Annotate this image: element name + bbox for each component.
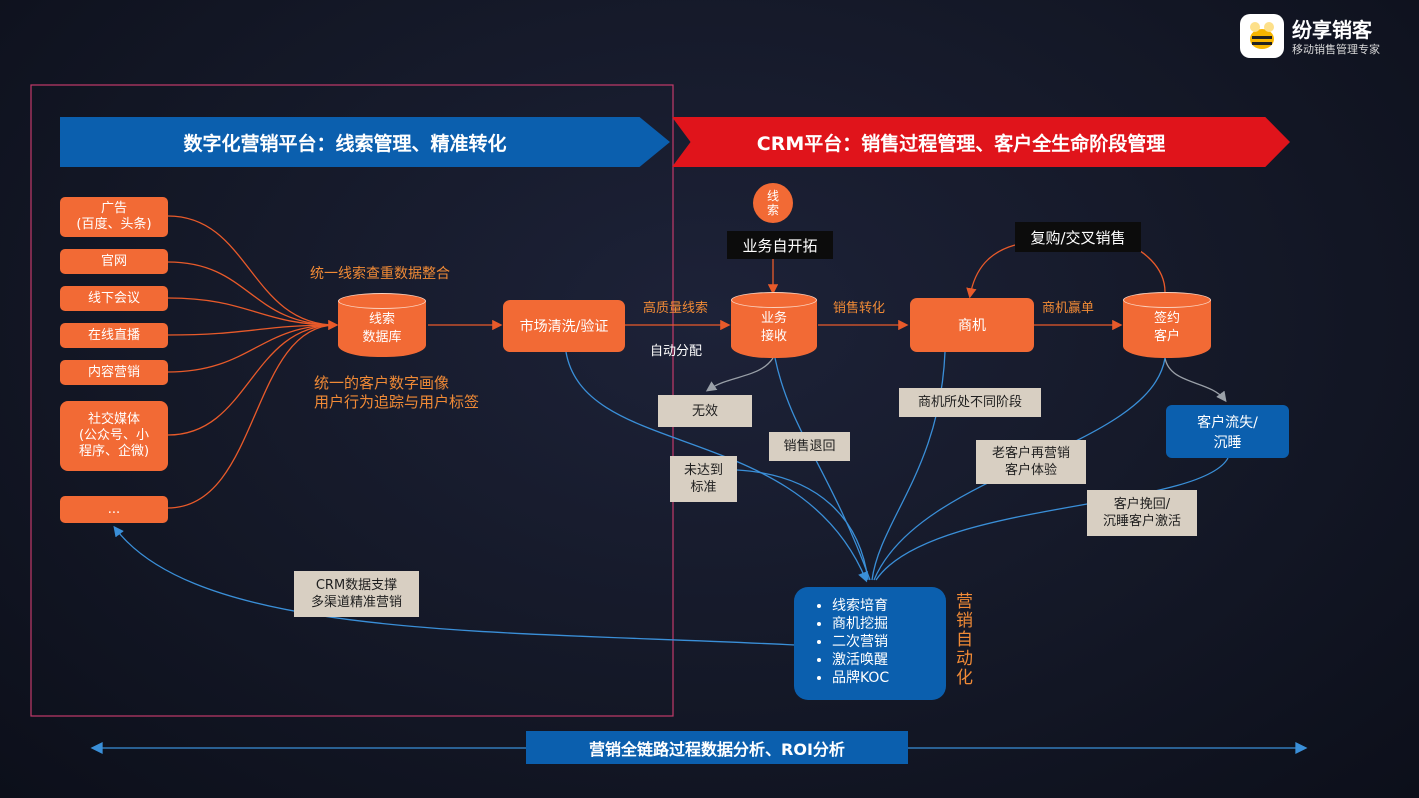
source-social-line2: (公众号、小	[78, 428, 150, 443]
repurchase-text: 复购/交叉销售	[1030, 228, 1126, 247]
winback-tag: 客户挽回/ 沉睡客户激活	[1087, 490, 1197, 536]
source-live-stream-label: 在线直播	[87, 327, 140, 343]
signed-customer-db: 签约客户	[1123, 292, 1211, 358]
automation-char: 营	[956, 592, 973, 612]
auto-assign-label: 自动分配	[650, 344, 703, 359]
source-ads-line1: 广告	[100, 201, 127, 216]
source-more: ...	[60, 496, 168, 523]
analytics-banner-text: 营销全链路过程数据分析、ROI分析	[589, 739, 845, 759]
source-content-marketing-label: 内容营销	[87, 364, 140, 380]
source-website: 官网	[60, 249, 168, 274]
business-receive-db: 业务接收	[731, 292, 817, 358]
crm-support-tag: CRM数据支撑 多渠道精准营销	[294, 571, 419, 617]
crm-banner: CRM平台：销售过程管理、客户全生命阶段管理	[672, 117, 1290, 167]
source-content-marketing: 内容营销	[60, 360, 168, 385]
source-offline-meeting-label: 线下会议	[87, 290, 140, 306]
marketing-automation-label: 营 销 自 动 化	[956, 593, 976, 688]
not-meet-tag: 未达到 标准	[670, 456, 737, 502]
not-meet-line1: 未达到	[683, 463, 723, 478]
business-receive-line2: 接收	[760, 329, 787, 344]
business-receive-line1: 业务	[760, 311, 787, 326]
automation-char: 化	[956, 668, 973, 688]
leads-db-caption-top: 统一线索查重数据整合	[310, 266, 450, 282]
churn-line1: 客户流失/	[1197, 414, 1258, 431]
automation-item: 线索培育	[832, 597, 946, 615]
self-develop-label: 业务自开拓	[727, 231, 833, 259]
source-offline-meeting: 线下会议	[60, 286, 168, 311]
not-meet-line2: 标准	[690, 480, 717, 495]
bee-logo-icon	[1240, 14, 1284, 58]
automation-char: 销	[956, 611, 973, 631]
logo-subtitle: 移动销售管理专家	[1292, 43, 1380, 56]
digital-marketing-banner: 数字化营销平台：线索管理、精准转化	[60, 117, 670, 167]
market-clean-box: 市场清洗/验证	[503, 300, 625, 352]
churn-line2: 沉睡	[1213, 434, 1242, 451]
logo-title: 纷享销客	[1292, 18, 1372, 42]
marketing-automation-box: 线索培育 商机挖掘 二次营销 激活唤醒 品牌KOC	[794, 587, 946, 700]
market-clean-label: 市场清洗/验证	[519, 319, 609, 335]
automation-item: 商机挖掘	[832, 615, 946, 633]
source-social-line3: 程序、企微)	[78, 444, 150, 459]
automation-char: 动	[956, 649, 973, 669]
opp-stages-tag: 商机所处不同阶段	[899, 388, 1041, 417]
logo: 纷享销客 移动销售管理专家	[1240, 14, 1410, 60]
opportunity-label: 商机	[958, 318, 986, 334]
old-customer-line2: 客户体验	[1004, 463, 1057, 478]
automation-item: 二次营销	[832, 633, 946, 651]
automation-item: 品牌KOC	[832, 669, 946, 687]
crm-support-line2: 多渠道精准营销	[310, 595, 402, 610]
opp-stages-text: 商机所处不同阶段	[917, 395, 1022, 410]
source-ads: 广告 (百度、头条)	[60, 197, 168, 237]
automation-char: 自	[956, 630, 973, 650]
source-social-line1: 社交媒体	[87, 412, 140, 427]
sales-return-tag: 销售退回	[769, 432, 850, 461]
sales-return-text: 销售退回	[783, 439, 836, 454]
leads-db-caption-bottom2: 用户行为追踪与用户标签	[314, 393, 480, 411]
winback-line1: 客户挽回/	[1113, 497, 1171, 512]
crm-banner-text: CRM平台：销售过程管理、客户全生命阶段管理	[756, 132, 1166, 155]
sales-conversion-label: 销售转化	[833, 301, 886, 316]
source-more-label: ...	[107, 501, 121, 517]
source-ads-line2: (百度、头条)	[76, 217, 152, 232]
analytics-banner: 营销全链路过程数据分析、ROI分析	[526, 731, 908, 764]
leads-db-line1: 线索	[368, 312, 395, 327]
automation-item: 激活唤醒	[832, 651, 946, 669]
signed-customer-line2: 客户	[1153, 329, 1180, 344]
churn-box: 客户流失/ 沉睡	[1166, 405, 1289, 458]
leads-db-caption-bottom1: 统一的客户数字画像	[314, 374, 450, 392]
self-develop-text: 业务自开拓	[742, 236, 818, 255]
lead-circle: 线 索	[753, 183, 793, 223]
automation-list: 线索培育 商机挖掘 二次营销 激活唤醒 品牌KOC	[794, 587, 946, 687]
old-customer-line1: 老客户再营销	[991, 446, 1070, 461]
leads-db-line2: 数据库	[362, 330, 402, 345]
invalid-tag: 无效	[658, 395, 752, 427]
source-live-stream: 在线直播	[60, 323, 168, 348]
opportunity-box: 商机	[910, 298, 1034, 352]
lead-circle-line1: 线	[766, 189, 779, 203]
repurchase-label: 复购/交叉销售	[1015, 222, 1141, 252]
signed-customer-line1: 签约	[1153, 311, 1180, 326]
high-quality-leads-label: 高质量线索	[643, 301, 709, 316]
source-website-label: 官网	[100, 253, 127, 269]
leads-database: 线索数据库	[338, 293, 426, 357]
winback-line2: 沉睡客户激活	[1102, 514, 1181, 529]
crm-support-line1: CRM数据支撑	[315, 578, 398, 593]
lead-circle-line2: 索	[766, 203, 779, 217]
old-customer-tag: 老客户再营销 客户体验	[976, 440, 1086, 484]
opportunity-win-label: 商机赢单	[1042, 301, 1095, 316]
source-social-media: 社交媒体 (公众号、小 程序、企微)	[60, 401, 168, 471]
digital-marketing-banner-text: 数字化营销平台：线索管理、精准转化	[183, 132, 507, 155]
invalid-text: 无效	[691, 403, 718, 419]
